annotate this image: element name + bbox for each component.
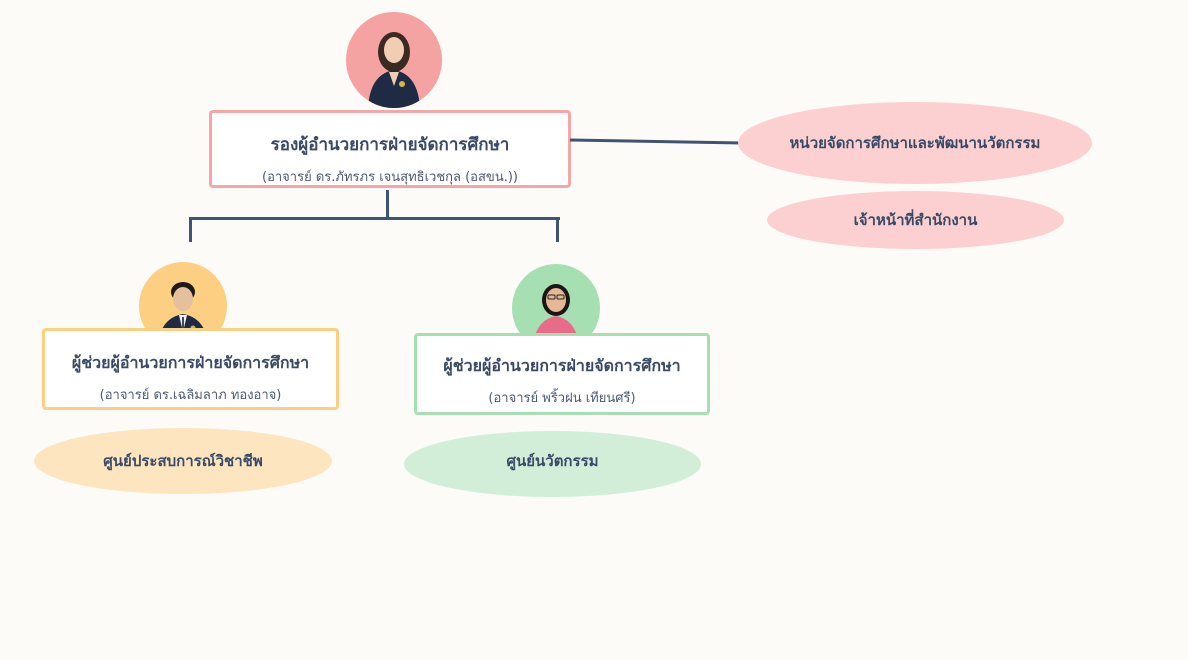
professional-experience-center: ศูนย์ประสบการณ์วิชาชีพ	[34, 428, 332, 494]
tree-right-drop	[556, 217, 559, 242]
head-avatar	[346, 12, 442, 108]
professional-experience-center-label: ศูนย์ประสบการณ์วิชาชีพ	[103, 452, 263, 470]
head-position-box: รองผู้อำนวยการฝ่ายจัดการศึกษา (อาจารย์ ด…	[209, 110, 571, 188]
office-staff-unit: เจ้าหน้าที่สำนักงาน	[767, 191, 1064, 249]
assistant-right-box: ผู้ช่วยผู้อำนวยการฝ่ายจัดการศึกษา (อาจาร…	[414, 333, 710, 415]
innovation-management-unit: หน่วยจัดการศึกษาและพัฒนานวัตกรรม	[738, 102, 1092, 184]
assistant-right-person: (อาจารย์ พริ้วฝน เทียนศรี)	[488, 391, 636, 406]
assistant-left-title: ผู้ช่วยผู้อำนวยการฝ่ายจัดการศึกษา	[71, 353, 310, 372]
innovation-center: ศูนย์นวัตกรรม	[404, 431, 701, 497]
head-position-title: รองผู้อำนวยการฝ่ายจัดการศึกษา	[270, 135, 510, 155]
tree-vertical-stem	[386, 190, 389, 218]
assistant-left-person: (อาจารย์ ดร.เฉลิมลาภ ทองอาจ)	[99, 388, 282, 403]
assistant-right-title: ผู้ช่วยผู้อำนวยการฝ่ายจัดการศึกษา	[443, 356, 681, 375]
side-connector-line	[570, 138, 742, 145]
innovation-center-label: ศูนย์นวัตกรรม	[506, 452, 599, 470]
tree-left-drop	[189, 217, 192, 242]
innovation-management-unit-label: หน่วยจัดการศึกษาและพัฒนานวัตกรรม	[789, 134, 1041, 152]
assistant-left-box: ผู้ช่วยผู้อำนวยการฝ่ายจัดการศึกษา (อาจาร…	[42, 328, 339, 410]
head-person-name: (อาจารย์ ดร.ภัทรภร เจนสุทธิเวชกุล (อสขน.…	[262, 170, 518, 185]
office-staff-unit-label: เจ้าหน้าที่สำนักงาน	[853, 211, 978, 229]
tree-horizontal-bar	[190, 217, 560, 220]
